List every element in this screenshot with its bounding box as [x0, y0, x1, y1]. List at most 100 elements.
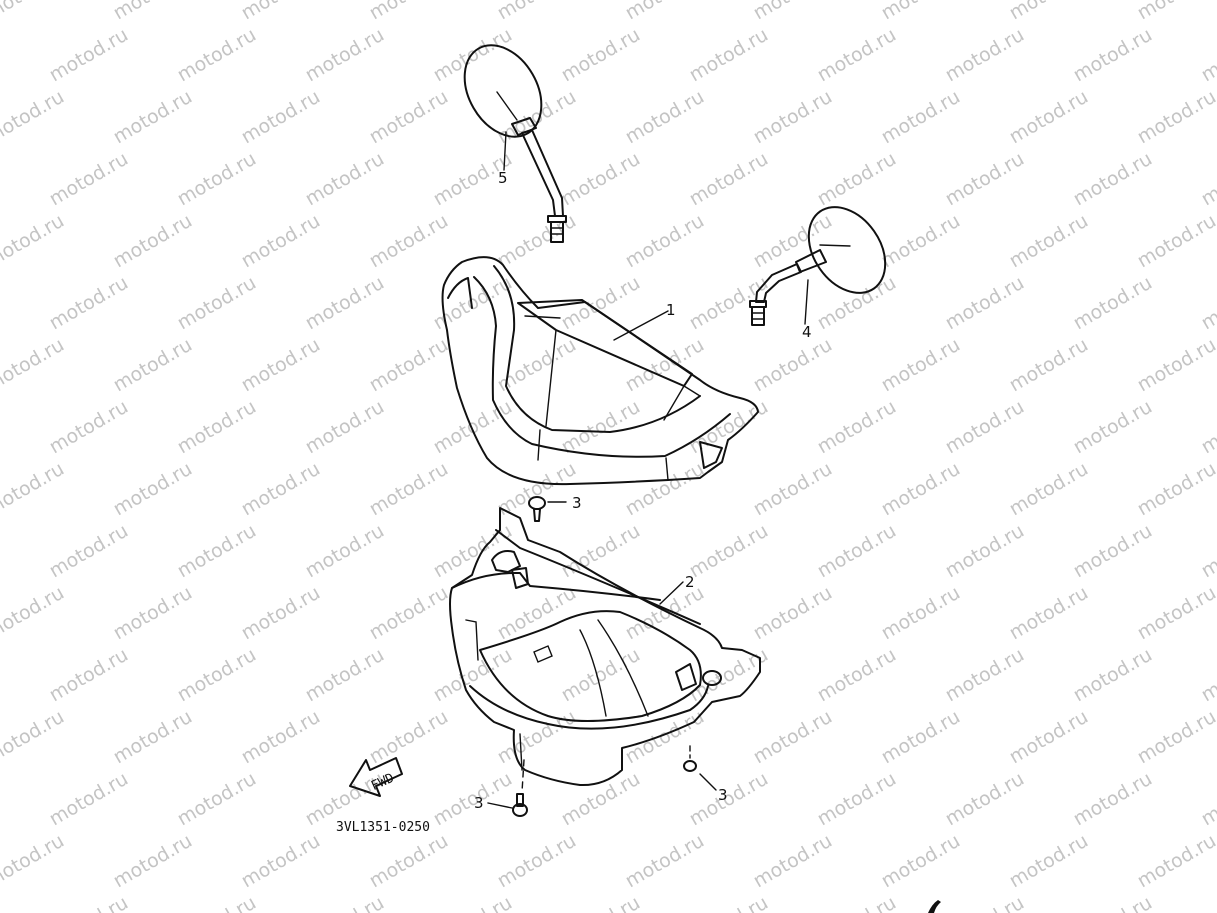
- watermark-text: motod.ru: [622, 86, 708, 149]
- watermark-text: motod.ru: [174, 768, 260, 831]
- watermark-text: motod.ru: [238, 0, 324, 24]
- watermark-text: motod.ru: [1070, 396, 1156, 459]
- watermark-text: motod.ru: [622, 582, 708, 645]
- watermark-text: motod.ru: [1070, 644, 1156, 707]
- watermark-text: motod.ru: [46, 24, 132, 87]
- watermark-text: motod.ru: [174, 396, 260, 459]
- watermark-text: motod.ru: [558, 396, 644, 459]
- watermark-text: motod.ru: [494, 830, 580, 893]
- corner-mark: [928, 900, 941, 913]
- watermark-text: motod.ru: [1198, 148, 1217, 211]
- watermark-text: motod.ru: [750, 334, 836, 397]
- watermark-text: motod.ru: [814, 644, 900, 707]
- watermark-text: motod.ru: [430, 768, 516, 831]
- watermark-text: motod.ru: [878, 830, 964, 893]
- watermark-text: motod.ru: [558, 24, 644, 87]
- watermark-text: motod.ru: [238, 582, 324, 645]
- watermark-text: motod.ru: [814, 396, 900, 459]
- watermark-text: motod.ru: [622, 706, 708, 769]
- watermark-text: motod.ru: [1198, 644, 1217, 707]
- watermark-text: motod.ru: [302, 396, 388, 459]
- watermark-text: motod.ru: [1134, 334, 1217, 397]
- watermark-text: motod.ru: [430, 396, 516, 459]
- watermark-text: motod.ru: [1198, 272, 1217, 335]
- watermark-text: motod.ru: [0, 86, 68, 149]
- watermark-text: motod.ru: [46, 272, 132, 335]
- watermark-text: motod.ru: [110, 582, 196, 645]
- watermark-text: motod.ru: [558, 520, 644, 583]
- watermark-text: motod.ru: [1006, 458, 1092, 521]
- watermark-text: motod.ru: [174, 148, 260, 211]
- watermark-text: motod.ru: [494, 210, 580, 273]
- watermark-text: motod.ru: [46, 768, 132, 831]
- leader-lines: [487, 131, 809, 809]
- watermark-text: motod.ru: [366, 458, 452, 521]
- watermark-text: motod.ru: [878, 210, 964, 273]
- watermark-text: motod.ru: [1134, 0, 1217, 24]
- diagram-code: 3VL1351-0250: [336, 820, 430, 835]
- watermark-text: motod.ru: [302, 148, 388, 211]
- watermark-text: motod.ru: [110, 830, 196, 893]
- watermark-text: motod.ru: [622, 210, 708, 273]
- watermark-text: motod.ru: [686, 892, 772, 913]
- watermark-text: motod.ru: [942, 644, 1028, 707]
- watermark-text: motod.ru: [1070, 148, 1156, 211]
- watermark-text: motod.ru: [174, 644, 260, 707]
- watermark-text: motod.ru: [110, 0, 196, 24]
- watermark-text: motod.ru: [430, 892, 516, 913]
- watermark-text: motod.ru: [110, 458, 196, 521]
- watermark-text: motod.ru: [878, 582, 964, 645]
- watermark-text: motod.ru: [46, 148, 132, 211]
- watermark-text: motod.ru: [494, 582, 580, 645]
- watermark-text: motod.ru: [0, 210, 68, 273]
- watermark-text: motod.ru: [174, 272, 260, 335]
- watermark-text: motod.ru: [1134, 706, 1217, 769]
- watermark-text: motod.ru: [174, 24, 260, 87]
- watermark-text: motod.ru: [750, 706, 836, 769]
- watermark-text: motod.ru: [0, 706, 68, 769]
- watermark-text: motod.ru: [878, 86, 964, 149]
- watermark-text: motod.ru: [1198, 768, 1217, 831]
- watermark-text: motod.ru: [1006, 582, 1092, 645]
- watermark-text: motod.ru: [750, 830, 836, 893]
- lower-handlebar-cover: [449, 507, 761, 787]
- watermark-text: motod.ru: [46, 644, 132, 707]
- watermark-text: motod.ru: [366, 0, 452, 24]
- watermark-text: motod.ru: [878, 334, 964, 397]
- watermark-text: motod.ru: [430, 24, 516, 87]
- watermark-text: motod.ru: [1198, 892, 1217, 913]
- watermark-text: motod.ru: [686, 768, 772, 831]
- watermark-text: motod.ru: [302, 24, 388, 87]
- watermark-text: motod.ru: [1134, 582, 1217, 645]
- watermark-text: motod.ru: [1006, 830, 1092, 893]
- watermark-text: motod.ru: [1134, 86, 1217, 149]
- watermark-text: motod.ru: [1134, 830, 1217, 893]
- watermark-text: motod.ru: [750, 458, 836, 521]
- watermark-text: motod.ru: [0, 396, 4, 459]
- watermark-text: motod.ru: [366, 830, 452, 893]
- watermark-text: motod.ru: [302, 272, 388, 335]
- watermark-text: motod.ru: [1006, 706, 1092, 769]
- upper-handlebar-cover: [441, 256, 759, 486]
- watermark-text: motod.ru: [1198, 396, 1217, 459]
- watermark-text: motod.ru: [110, 86, 196, 149]
- watermark-text: motod.ru: [238, 210, 324, 273]
- watermark-text: motod.ru: [686, 148, 772, 211]
- watermark-text: motod.ru: [1070, 272, 1156, 335]
- watermark-text: motod.ru: [942, 148, 1028, 211]
- watermark-text: motod.ru: [942, 24, 1028, 87]
- watermark-text: motod.ru: [366, 582, 452, 645]
- watermark-text: motod.ru: [110, 706, 196, 769]
- watermark-text: motod.ru: [622, 458, 708, 521]
- watermark-text: motod.ru: [1198, 24, 1217, 87]
- watermark-text: motod.ru: [0, 0, 68, 24]
- watermark-text: motod.ru: [0, 334, 68, 397]
- watermark-text: motod.ru: [814, 892, 900, 913]
- watermark-text: motod.ru: [110, 334, 196, 397]
- watermark-text: motod.ru: [238, 830, 324, 893]
- right-mirror: [749, 206, 887, 326]
- watermark-text: motod.ru: [942, 396, 1028, 459]
- watermark-text: motod.ru: [686, 520, 772, 583]
- callout-3-right: 3: [718, 786, 728, 804]
